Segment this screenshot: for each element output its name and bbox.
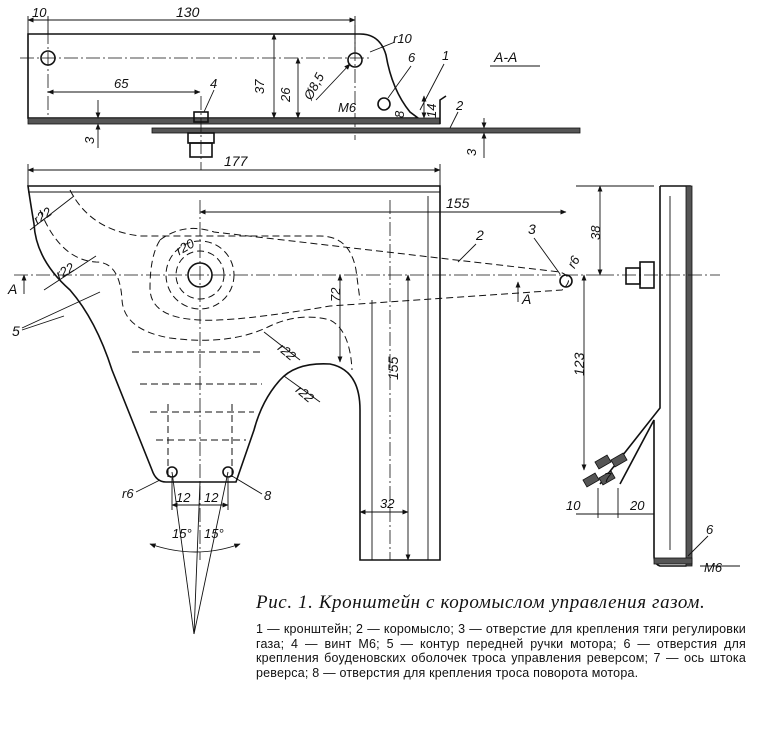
dim-m6-top: M6 [338,100,357,115]
callout-4: 4 [210,76,217,91]
dim-38: 38 [588,225,603,240]
dim-10-top: 10 [32,5,47,20]
figure-caption: Рис. 1. Кронштейн с коромыслом управлени… [256,592,746,680]
dim-37: 37 [252,79,267,94]
rocker-section-strip [151,127,581,134]
dim-8: 8 [392,110,407,118]
rocker-outline [149,227,569,321]
dim-72: 72 [328,287,343,302]
side-plate-outline [599,185,691,567]
dim-m6-side: M6 [704,560,723,575]
callout-1: 1 [442,48,449,63]
bracket-outline [27,185,441,561]
dim-130: 130 [176,4,200,20]
callout-6-side: 6 [706,522,714,537]
dim-14: 14 [424,104,439,118]
callout-5: 5 [12,323,20,339]
dim-d8-5: Ø8,5 [300,70,327,103]
dim-15-left: 15° [172,526,192,541]
dim-155-h: 155 [446,195,470,211]
caption-legend: 1 — кронштейн; 2 — коромысло; 3 — отверс… [256,622,746,680]
dim-177: 177 [224,153,249,169]
top-view-outline [27,33,421,119]
dim-r6-bottom: r6 [122,486,134,501]
dim-26: 26 [278,87,293,103]
callout-2-main: 2 [475,227,484,243]
dim-r10: r10 [393,31,413,46]
dim-155-v: 155 [385,356,401,380]
dim-15-right: 15° [204,526,224,541]
section-label: A-A [493,49,517,65]
dim-12-left: 12 [176,490,191,505]
front-view: 177 8 15° [7,153,600,635]
dim-3-right: 3 [464,148,479,156]
callout-2-section: 2 [455,98,464,113]
callout-6-top: 6 [408,50,416,65]
top-view: 10 130 r10 37 26 Ø8,5 65 4 3 3 M6 6 [20,4,581,170]
dim-r6-right: r6 [564,253,583,271]
dim-20-side: 20 [629,498,645,513]
callout-8: 8 [264,488,272,503]
dim-12-right: 12 [204,490,219,505]
hole-8-left [166,466,178,478]
section-mark-right: A [521,291,531,307]
section-mark-left: A [7,281,17,297]
callout-7: 7 [604,470,612,485]
m6-hole-top [377,97,391,111]
dim-r20: r20 [173,235,197,258]
dim-65: 65 [114,76,129,91]
caption-title: Рис. 1. Кронштейн с коромыслом управлени… [256,592,706,613]
side-view: 38 123 10 20 7 6 M6 [566,185,740,575]
bracket-section-strip [27,117,441,125]
dim-123: 123 [571,352,587,376]
callout-3: 3 [528,221,536,237]
dim-32: 32 [380,496,395,511]
hole-8-right [222,466,234,478]
dim-3-left: 3 [82,136,97,144]
dim-10-side: 10 [566,498,581,513]
